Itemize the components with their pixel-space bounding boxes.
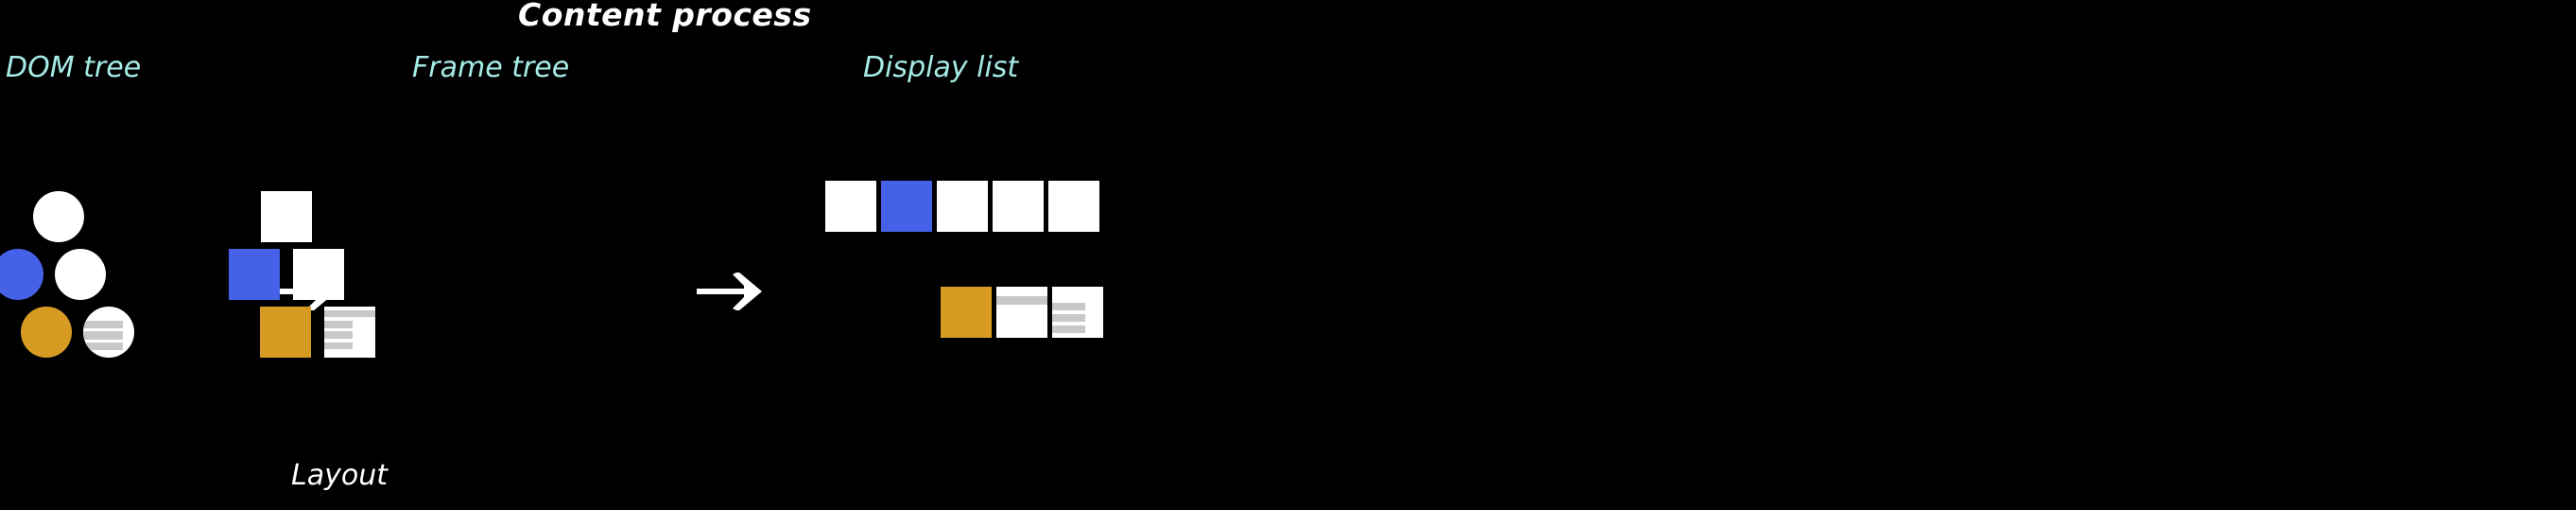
frame-node-root [261, 191, 312, 242]
display-list-item-1 [825, 181, 876, 232]
text-line-bar [1052, 314, 1085, 323]
dom-node-child-blue [0, 249, 43, 300]
text-line-bar [83, 343, 124, 351]
section-label-display-list: Display list [863, 51, 1019, 84]
text-line-bar [324, 321, 354, 328]
dom-node-root [33, 191, 84, 242]
text-line-bar [996, 295, 1047, 305]
frame-node-leaf-text [324, 307, 375, 358]
dom-node-leaf-orange [21, 307, 72, 358]
dom-node-child-white [55, 249, 106, 300]
text-content-texture [324, 307, 375, 358]
text-line-bar [1052, 303, 1085, 311]
display-list-item-7 [996, 287, 1047, 338]
dom-node-leaf-text [83, 307, 134, 358]
display-list-item-4 [993, 181, 1044, 232]
text-line-bar [324, 331, 354, 339]
text-content-texture [1052, 287, 1103, 338]
frame-node-leaf-orange [260, 307, 311, 358]
frame-node-child-blue [229, 249, 280, 300]
text-line-bar [324, 342, 354, 350]
frame-node-child-white [293, 249, 344, 300]
display-list-item-6 [941, 287, 992, 338]
display-list-item-3 [937, 181, 988, 232]
display-list-item-5 [1048, 181, 1099, 232]
section-label-frame-tree: Frame tree [412, 51, 570, 84]
arrow-right-icon [697, 273, 763, 310]
transition-label-layout: Layout [291, 459, 388, 492]
display-list-item-8 [1052, 287, 1103, 338]
section-label-dom-tree: DOM tree [6, 51, 142, 84]
text-line-bar [83, 331, 124, 340]
text-line-bar [1052, 325, 1085, 334]
text-line-bar [83, 320, 124, 328]
text-content-texture [83, 307, 134, 358]
text-content-texture [996, 287, 1047, 338]
text-line-bar [324, 309, 375, 318]
page-title: Content process [518, 0, 812, 33]
display-list-item-2 [881, 181, 932, 232]
